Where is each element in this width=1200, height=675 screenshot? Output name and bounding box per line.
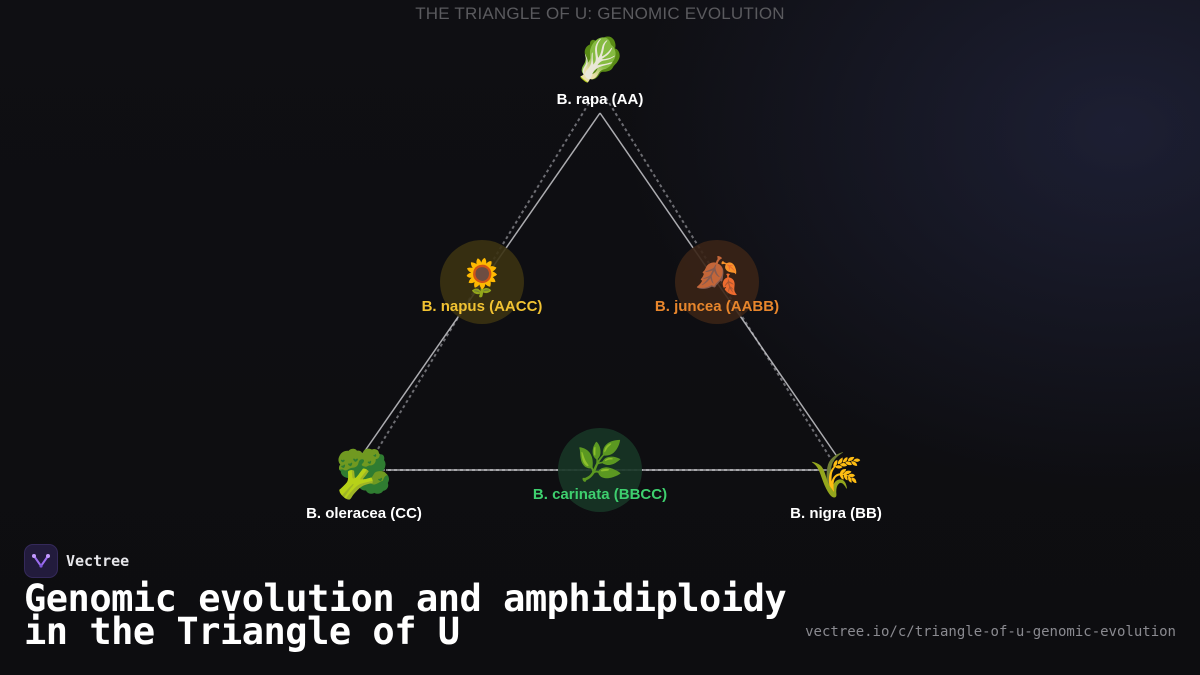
label-juncea: B. juncea (AABB) — [655, 298, 779, 315]
source-url[interactable]: vectree.io/c/triangle-of-u-genomic-evolu… — [805, 624, 1176, 640]
napus-halo — [440, 240, 524, 324]
label-rapa: B. rapa (AA) — [557, 91, 644, 108]
brand[interactable]: Vectree — [24, 544, 129, 578]
triangle-edges — [361, 112, 837, 471]
diagram-title: THE TRIANGLE OF U: GENOMIC EVOLUTION — [415, 4, 785, 23]
broccoli-icon: 🥦 — [335, 446, 392, 502]
hybridization-paths — [369, 97, 835, 471]
triangle-of-u-diagram: 🥬 B. rapa (AA) 🥦 B. oleracea (CC) 🌾 B. n… — [306, 35, 882, 522]
brand-name: Vectree — [66, 552, 130, 570]
vectree-logo-icon — [24, 544, 58, 578]
sunflower-icon: 🌻 — [460, 257, 505, 299]
node-oleracea[interactable]: 🥦 B. oleracea (CC) — [306, 446, 422, 522]
node-rapa[interactable]: 🥬 B. rapa (AA) — [557, 35, 644, 108]
label-oleracea: B. oleracea (CC) — [306, 505, 422, 522]
label-nigra: B. nigra (BB) — [790, 505, 882, 522]
headline: Genomic evolution and amphidiploidy in t… — [24, 577, 787, 653]
node-carinata[interactable]: 🌿 B. carinata (BBCC) — [533, 439, 667, 503]
wheat-sheaf-icon: 🌾 — [809, 450, 864, 501]
node-nigra[interactable]: 🌾 B. nigra (BB) — [790, 450, 882, 522]
leafy-greens-icon: 🥬 — [574, 35, 626, 84]
juncea-halo — [675, 240, 759, 324]
fallen-leaf-icon: 🍂 — [695, 255, 740, 297]
herb-icon: 🌿 — [576, 439, 623, 483]
carinata-halo — [558, 428, 642, 512]
node-napus[interactable]: 🌻 B. napus (AACC) — [422, 257, 543, 315]
path-rapa-oleracea — [369, 97, 593, 463]
label-napus: B. napus (AACC) — [422, 298, 543, 315]
node-juncea[interactable]: 🍂 B. juncea (AABB) — [655, 255, 779, 315]
label-carinata: B. carinata (BBCC) — [533, 486, 667, 503]
